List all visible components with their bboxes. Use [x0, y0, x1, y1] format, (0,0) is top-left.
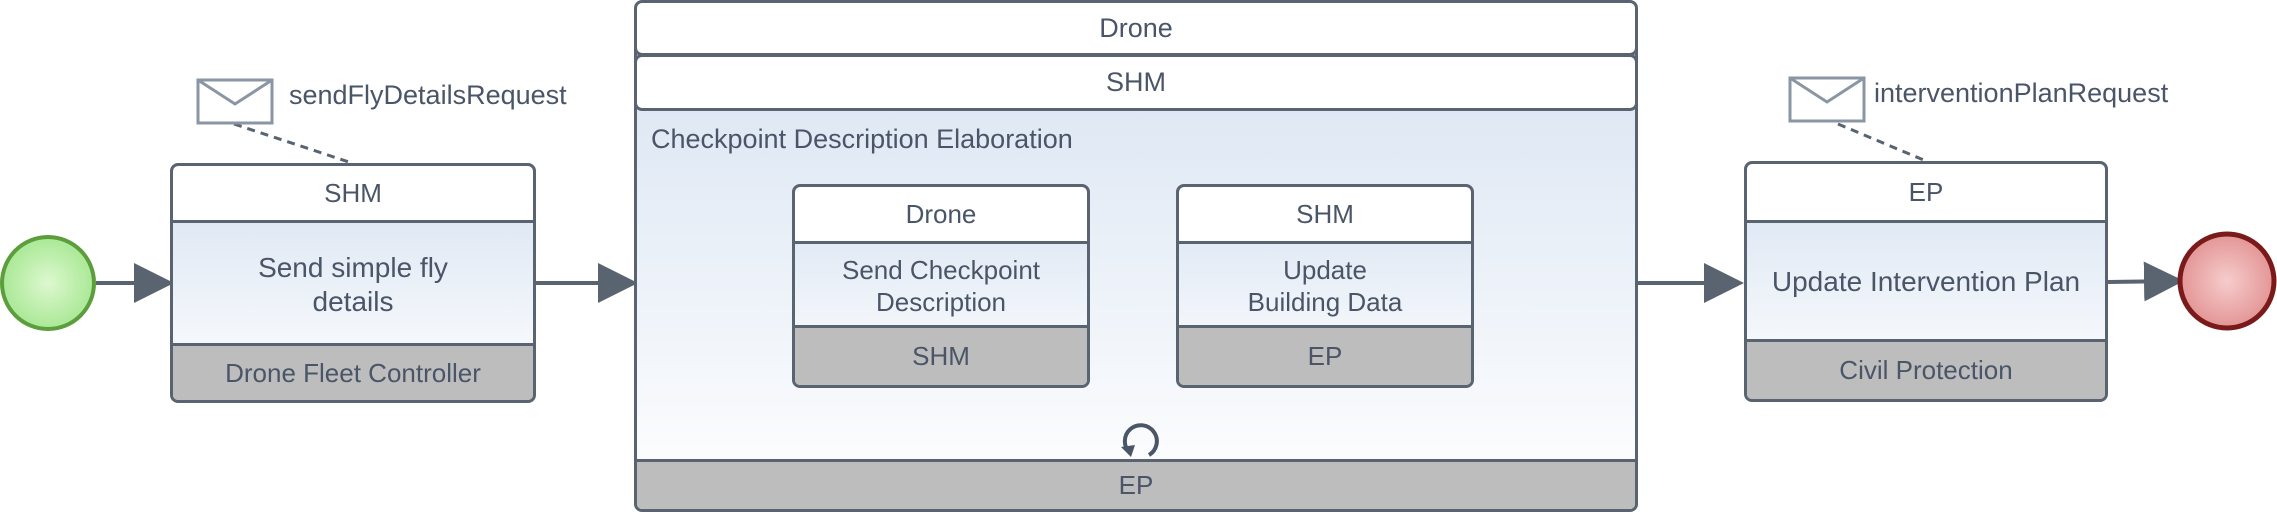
message-label-fly: sendFlyDetailsRequest [289, 80, 567, 110]
receiving-participant: SHM [795, 325, 1087, 385]
task-name: Send Checkpoint Description [841, 255, 1041, 317]
flow-update-plan-to-end [2107, 261, 2184, 302]
initiating-participant: EP [1747, 164, 2105, 223]
end-event [2177, 231, 2277, 331]
envelope-icon [196, 78, 274, 125]
task-name: Update Intervention Plan [1771, 266, 2081, 297]
task-send-fly-details[interactable]: SHM Send simple fly details Drone Fleet … [170, 163, 536, 403]
initiating-participant: SHM [1179, 187, 1471, 244]
loop-icon [1121, 423, 1159, 457]
participant-band-drone: Drone [637, 3, 1635, 56]
initiating-participant: Drone [795, 187, 1087, 244]
participant-band-shm: SHM [637, 54, 1635, 111]
participant-band-ep: EP [637, 459, 1635, 509]
task-name: Send simple fly details [258, 252, 448, 317]
message-association-plan [1837, 122, 1927, 163]
subprocess-title: Checkpoint Description Elaboration [651, 124, 1073, 154]
inner-task-send-checkpoint[interactable]: Drone Send Checkpoint Description SHM [792, 184, 1090, 388]
message-association-fly [233, 122, 353, 165]
receiving-participant: EP [1179, 325, 1471, 385]
task-update-intervention-plan[interactable]: EP Update Intervention Plan Civil Protec… [1744, 161, 2108, 402]
task-name: Update Building Data [1247, 255, 1403, 317]
receiving-participant: Drone Fleet Controller [173, 343, 533, 400]
start-event [0, 235, 96, 331]
initiating-participant: SHM [173, 166, 533, 223]
message-label-plan: interventionPlanRequest [1874, 78, 2169, 108]
sub-choreography[interactable]: Drone SHM Checkpoint Description Elabora… [634, 0, 1638, 512]
receiving-participant: Civil Protection [1747, 339, 2105, 399]
inner-task-update-building[interactable]: SHM Update Building Data EP [1176, 184, 1474, 388]
envelope-icon [1788, 76, 1866, 123]
